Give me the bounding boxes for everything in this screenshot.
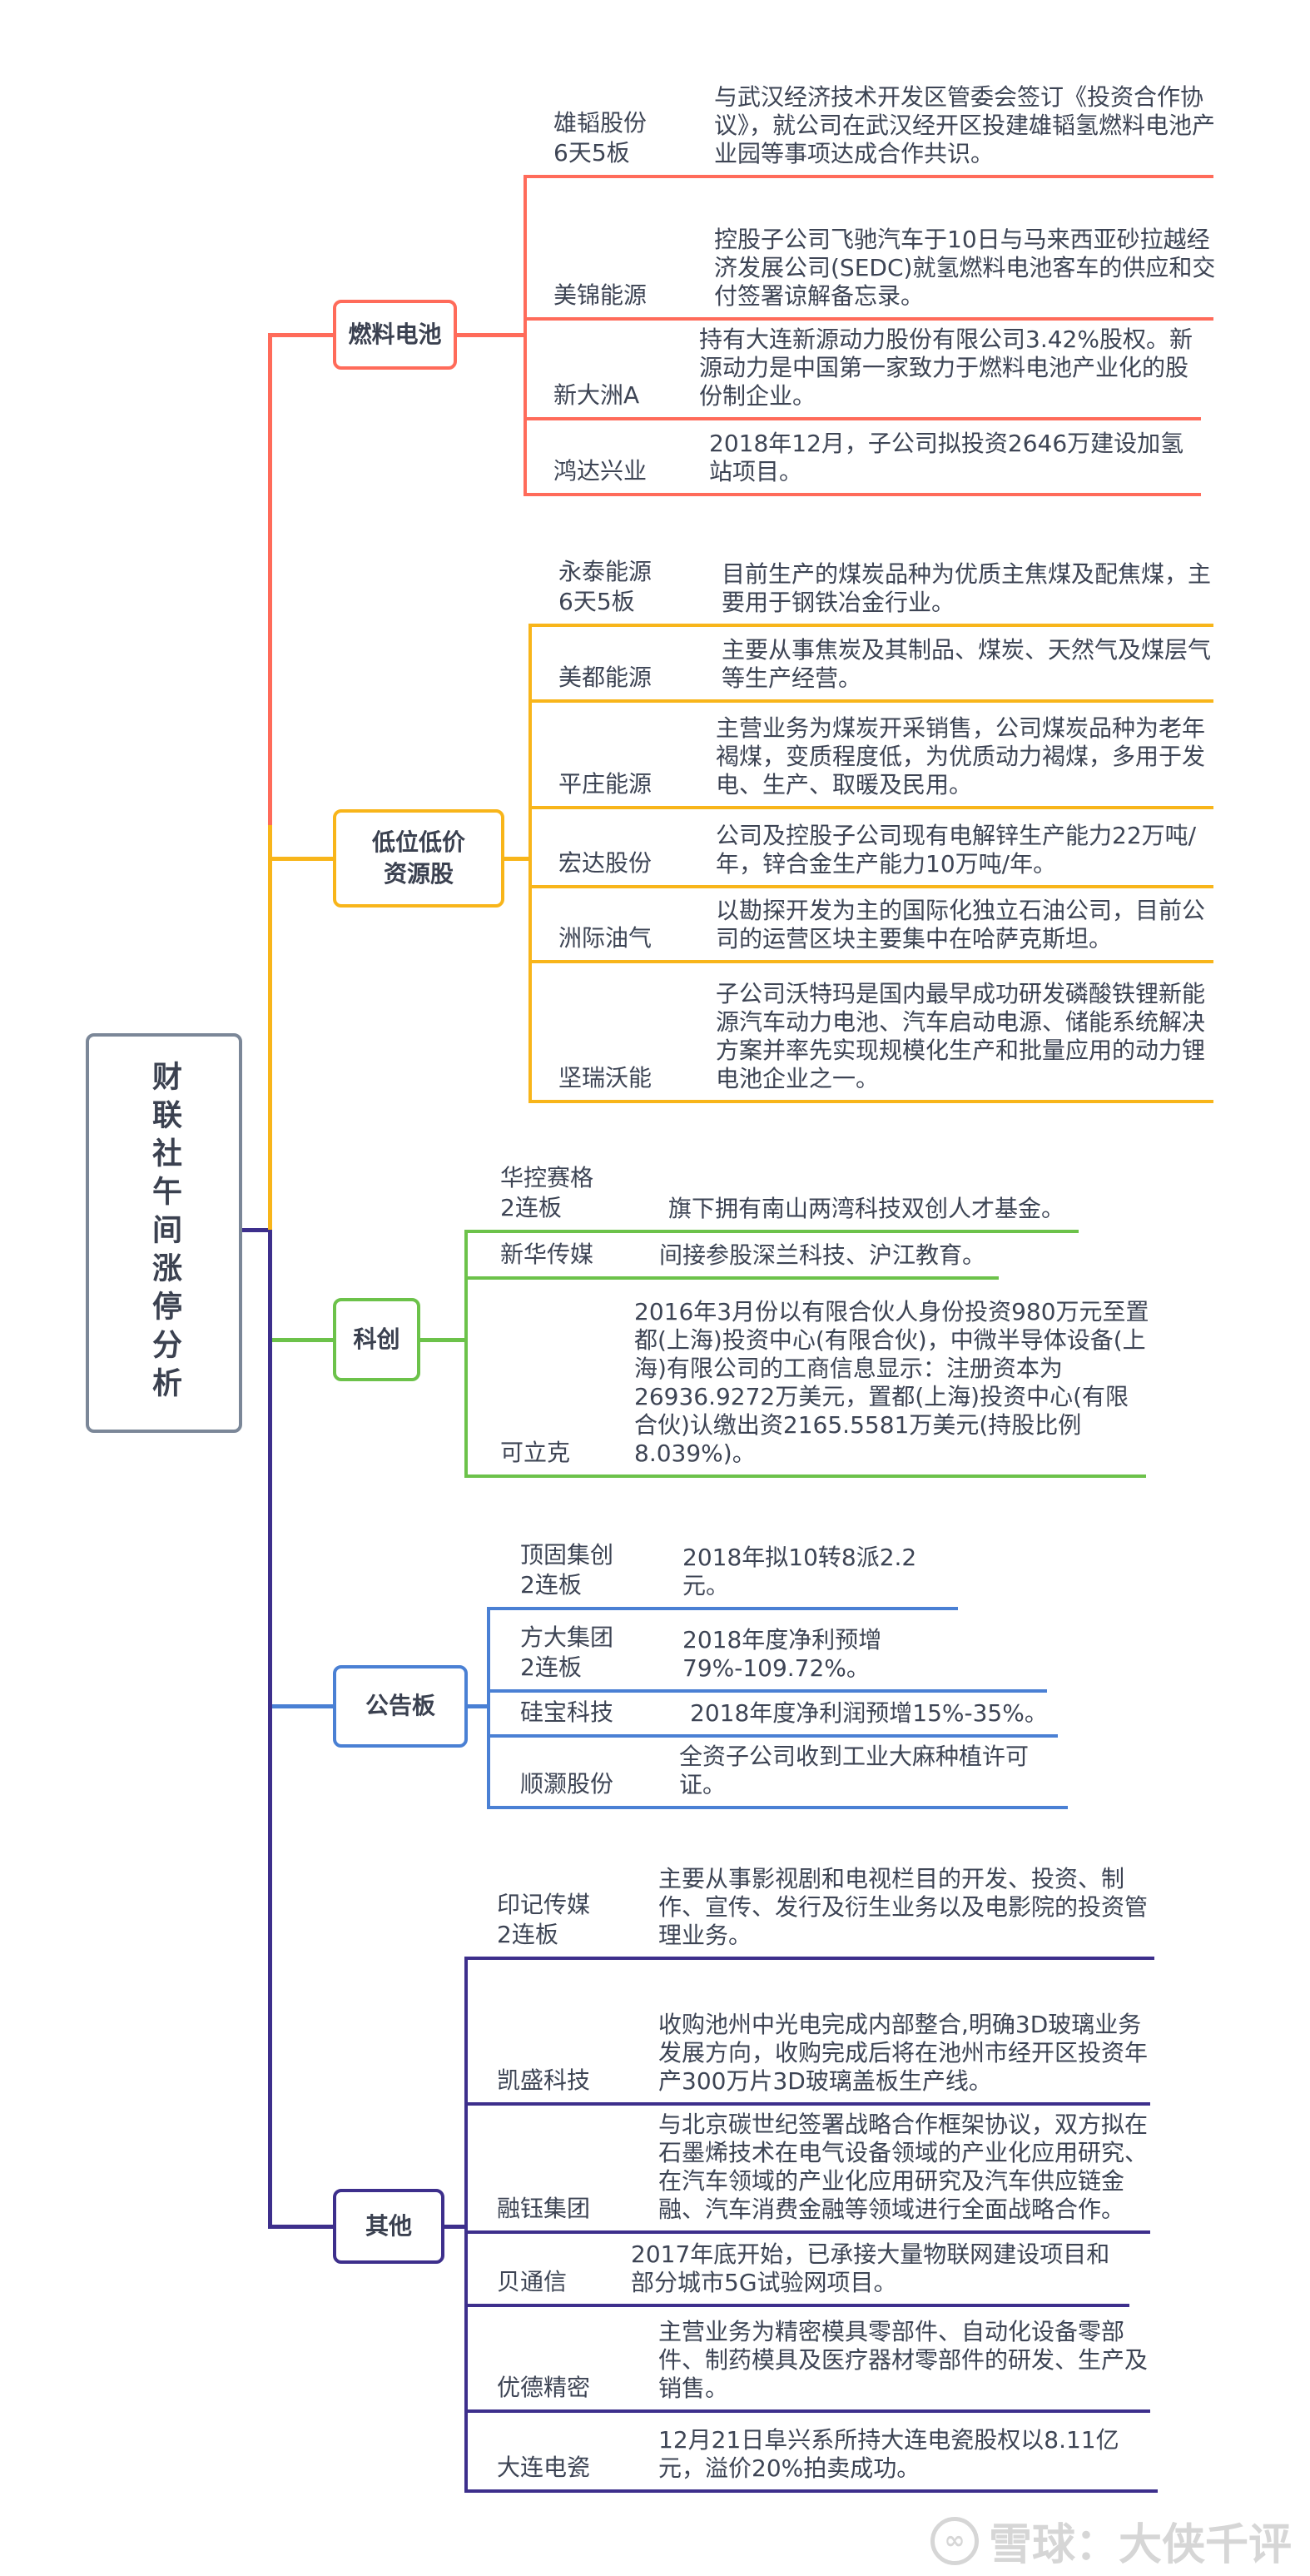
list-item[interactable]: 平庄能源 主营业务为煤炭开采销售，公司煤炭品种为老年褐煤，变质程度低，为优质动力褐… xyxy=(528,699,1213,809)
list-item[interactable]: 洲际油气 以勘探开发为主的国际化独立石油公司，目前公司的运营区块主要集中在哈萨克斯… xyxy=(528,885,1213,963)
list-item[interactable]: 优德精密 主营业务为精密模具零部件、自动化设备零部件、制药模具及医疗器材零部件的研… xyxy=(464,2304,1150,2413)
list-item[interactable]: 硅宝科技 2018年度净利润预增15%-35%。 xyxy=(487,1689,1058,1738)
watermark: ∞ 雪球：大侠千评 xyxy=(930,2509,1292,2572)
stock-name: 凯盛科技 xyxy=(497,2066,591,2094)
stock-name: 新华传媒 xyxy=(500,1241,594,1268)
stock-description: 2018年度净利预增79%-109.72%。 xyxy=(682,1626,882,1682)
stock-name: 融钰集团 xyxy=(497,2195,591,2222)
stock-name: 鸿达兴业 xyxy=(553,457,648,485)
branch-connector xyxy=(268,1704,333,1708)
stock-name: 大连电瓷 xyxy=(497,2454,591,2481)
bracket-connector xyxy=(444,2225,464,2229)
stock-name: 平庄能源 xyxy=(558,770,653,798)
bracket-line xyxy=(524,175,527,496)
stock-name: 坚瑞沃能 xyxy=(558,1064,653,1092)
stock-name: 贝通信 xyxy=(497,2268,568,2295)
branch-connector xyxy=(268,857,333,861)
branch-connector xyxy=(268,1337,333,1342)
watermark-text: 雪球：大侠千评 xyxy=(988,2520,1292,2570)
bracket-line xyxy=(464,1230,468,1478)
trunk-line xyxy=(268,825,272,1230)
stock-name: 方大集团 2连板 xyxy=(520,1624,614,1681)
stock-name: 硅宝科技 xyxy=(520,1698,614,1726)
stock-name: 永泰能源 6天5板 xyxy=(558,558,653,615)
list-item[interactable]: 华控赛格 2连板旗下拥有南山两湾科技双创人才基金。 xyxy=(464,1155,1079,1233)
stock-description: 间接参股深兰科技、沪江教育。 xyxy=(659,1241,986,1269)
stock-description: 子公司沃特玛是国内最早成功研发磷酸铁锂新能源汽车动力电池、汽车启动电源、储能系统… xyxy=(716,980,1206,1092)
stock-description: 2017年底开始，已承接大量物联网建设项目和部分城市5G试验网项目。 xyxy=(631,2240,1110,2296)
list-item[interactable]: 大连电瓷 12月21日阜兴系所持大连电瓷股权以8.11亿元，溢价20%拍卖成功。 xyxy=(464,2409,1158,2493)
stock-description: 主要从事影视剧和电视栏目的开发、投资、制作、宣传、发行及衍生业务以及电影院的投资… xyxy=(658,1865,1149,1949)
category-node[interactable]: 低位低价 资源股 xyxy=(333,809,504,908)
list-item[interactable]: 可立克 2016年3月份以有限合伙人身份投资980万元至置都(上海)投资中心(有限… xyxy=(464,1276,1149,1478)
stock-description: 主营业务为煤炭开采销售，公司煤炭品种为老年褐煤，变质程度低，为优质动力褐煤，多用… xyxy=(716,714,1206,798)
stock-description: 2018年拟10转8派2.2元。 xyxy=(682,1544,917,1599)
stock-name: 可立克 xyxy=(500,1439,571,1466)
stock-description: 公司及控股子公司现有电解锌生产能力22万吨/年，锌合金生产能力10万吨/年。 xyxy=(716,822,1197,878)
stock-name: 顶固集创 2连板 xyxy=(520,1541,614,1599)
list-item[interactable]: 美锦能源 控股子公司飞驰汽车于10日与马来西亚砂拉越经济发展公司(SEDC)就氢燃… xyxy=(524,175,1215,321)
stock-description: 12月21日阜兴系所持大连电瓷股权以8.11亿元，溢价20%拍卖成功。 xyxy=(658,2426,1119,2482)
stock-description: 以勘探开发为主的国际化独立石油公司，目前公司的运营区块主要集中在哈萨克斯坦。 xyxy=(716,897,1206,952)
bracket-line xyxy=(528,624,532,1103)
category-node[interactable]: 燃料电池 xyxy=(333,300,457,370)
list-item[interactable]: 美都能源 主要从事焦炭及其制品、煤炭、天然气及煤层气等生产经营。 xyxy=(528,624,1213,703)
stock-name: 宏达股份 xyxy=(558,849,653,877)
trunk-line xyxy=(268,335,272,825)
stock-description: 2018年12月，子公司拟投资2646万建设加氢站项目。 xyxy=(709,430,1184,485)
list-item[interactable]: 顶固集创 2连板 2018年拟10转8派2.2元。 xyxy=(487,1532,958,1610)
stock-name: 新大洲A xyxy=(553,381,640,409)
list-item[interactable]: 坚瑞沃能 子公司沃特玛是国内最早成功研发磷酸铁锂新能源汽车动力电池、汽车启动电源、… xyxy=(528,960,1213,1103)
stock-description: 旗下拥有南山两湾科技双创人才基金。 xyxy=(668,1195,1065,1222)
bracket-connector xyxy=(468,1704,487,1708)
stock-description: 2016年3月份以有限合伙人身份投资980万元至置都(上海)投资中心(有限合伙)… xyxy=(634,1298,1149,1467)
stock-name: 华控赛格 2连板 xyxy=(500,1164,594,1221)
bracket-line xyxy=(487,1607,490,1809)
stock-description: 全资子公司收到工业大麻种植许可证。 xyxy=(679,1743,1030,1798)
stock-name: 印记传媒 2连板 xyxy=(497,1891,591,1948)
snowball-logo-icon: ∞ xyxy=(930,2516,979,2565)
stock-name: 雄韬股份 6天5板 xyxy=(553,109,648,167)
stock-name: 优德精密 xyxy=(497,2374,591,2401)
category-node[interactable]: 其他 xyxy=(333,2189,444,2264)
list-item[interactable]: 新大洲A 持有大连新源动力股份有限公司3.42%股权。新源动力是中国第一家致力于燃… xyxy=(524,317,1201,420)
list-item[interactable]: 宏达股份 公司及控股子公司现有电解锌生产能力22万吨/年，锌合金生产能力10万吨/… xyxy=(528,806,1213,888)
list-item[interactable]: 贝通信 2017年底开始，已承接大量物联网建设项目和部分城市5G试验网项目。 xyxy=(464,2230,1129,2307)
list-item[interactable]: 永泰能源 6天5板 目前生产的煤炭品种为优质主焦煤及配焦煤，主要用于钢铁冶金行业。 xyxy=(528,549,1213,627)
list-item[interactable]: 凯盛科技 收购池州中光电完成内部整合,明确3D玻璃业务发展方向，收购完成后将在池州… xyxy=(464,1957,1150,2106)
list-item[interactable]: 雄韬股份 6天5板 与武汉经济技术开发区管委会签订《投资合作协议》，就公司在武汉经… xyxy=(524,72,1215,178)
stock-name: 洲际油气 xyxy=(558,924,653,952)
branch-connector xyxy=(268,333,333,337)
stock-description: 与武汉经济技术开发区管委会签订《投资合作协议》，就公司在武汉经开区投建雄韬氢燃料… xyxy=(714,83,1216,167)
bracket-connector xyxy=(457,333,524,337)
list-item[interactable]: 印记传媒 2连板 主要从事影视剧和电视栏目的开发、投资、制作、宣传、发行及衍生业务… xyxy=(464,1857,1154,1960)
stock-description: 2018年度净利润预增15%-35%。 xyxy=(690,1699,1048,1727)
branch-connector xyxy=(268,2225,333,2229)
root-connector xyxy=(242,1228,268,1232)
stock-name: 顺灏股份 xyxy=(520,1770,614,1798)
stock-name: 美都能源 xyxy=(558,664,653,691)
list-item[interactable]: 顺灏股份 全资子公司收到工业大麻种植许可证。 xyxy=(487,1734,1068,1809)
category-node[interactable]: 科创 xyxy=(333,1297,420,1381)
stock-name: 美锦能源 xyxy=(553,281,648,309)
list-item[interactable]: 新华传媒 间接参股深兰科技、沪江教育。 xyxy=(464,1230,999,1280)
stock-description: 主要从事焦炭及其制品、煤炭、天然气及煤层气等生产经营。 xyxy=(722,636,1212,692)
bracket-connector xyxy=(504,857,528,861)
trunk-line xyxy=(268,1230,272,2229)
list-item[interactable]: 方大集团 2连板 2018年度净利预增79%-109.72%。 xyxy=(487,1607,1047,1693)
root-title: 财联社午间涨停分析 xyxy=(147,1061,181,1405)
category-node[interactable]: 公告板 xyxy=(333,1664,468,1748)
bracket-connector xyxy=(420,1337,464,1342)
root-node: 财联社午间涨停分析 xyxy=(86,1033,242,1433)
stock-description: 持有大连新源动力股份有限公司3.42%股权。新源动力是中国第一家致力于燃料电池产… xyxy=(699,326,1193,410)
stock-description: 与北京碳世纪签署战略合作框架协议，双方拟在石墨烯技术在电气设备领域的产业化应用研… xyxy=(658,2111,1149,2223)
stock-description: 目前生产的煤炭品种为优质主焦煤及配焦煤，主要用于钢铁冶金行业。 xyxy=(722,560,1212,616)
stock-description: 控股子公司飞驰汽车于10日与马来西亚砂拉越经济发展公司(SEDC)就氢燃料电池客… xyxy=(714,226,1216,310)
stock-description: 主营业务为精密模具零部件、自动化设备零部件、制药模具及医疗器材零部件的研发、生产… xyxy=(658,2318,1149,2402)
list-item[interactable]: 融钰集团 与北京碳世纪签署战略合作框架协议，双方拟在石墨烯技术在电气设备领域的产业… xyxy=(464,2102,1150,2234)
list-item[interactable]: 鸿达兴业 2018年12月，子公司拟投资2646万建设加氢站项目。 xyxy=(524,417,1201,496)
bracket-line xyxy=(464,1957,468,2493)
stock-description: 收购池州中光电完成内部整合,明确3D玻璃业务发展方向，收购完成后将在池州市经开区… xyxy=(658,2011,1149,2095)
